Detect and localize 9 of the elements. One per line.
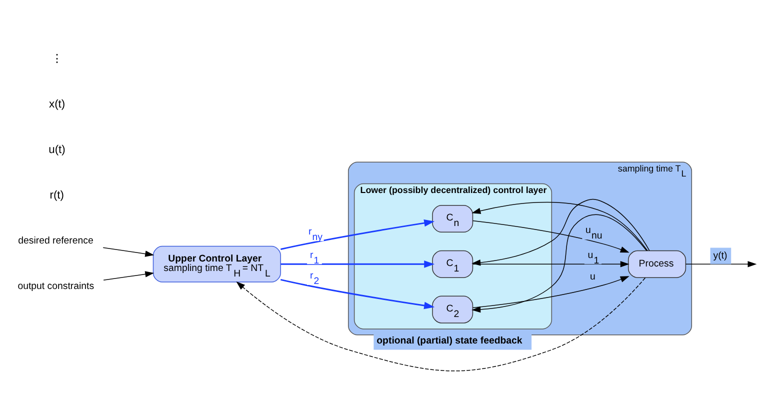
edge-label: y(t) — [713, 250, 728, 262]
node-text: desired reference — [18, 235, 94, 246]
label: ⋮ — [52, 52, 63, 64]
label: x(t) — [49, 98, 66, 110]
label: u(t) — [48, 143, 66, 156]
label: r(t) — [50, 188, 64, 201]
edge-label: optional (partial) state feedback — [376, 334, 522, 346]
node-text: output constraints — [18, 280, 94, 292]
edge-label: u — [590, 270, 596, 282]
